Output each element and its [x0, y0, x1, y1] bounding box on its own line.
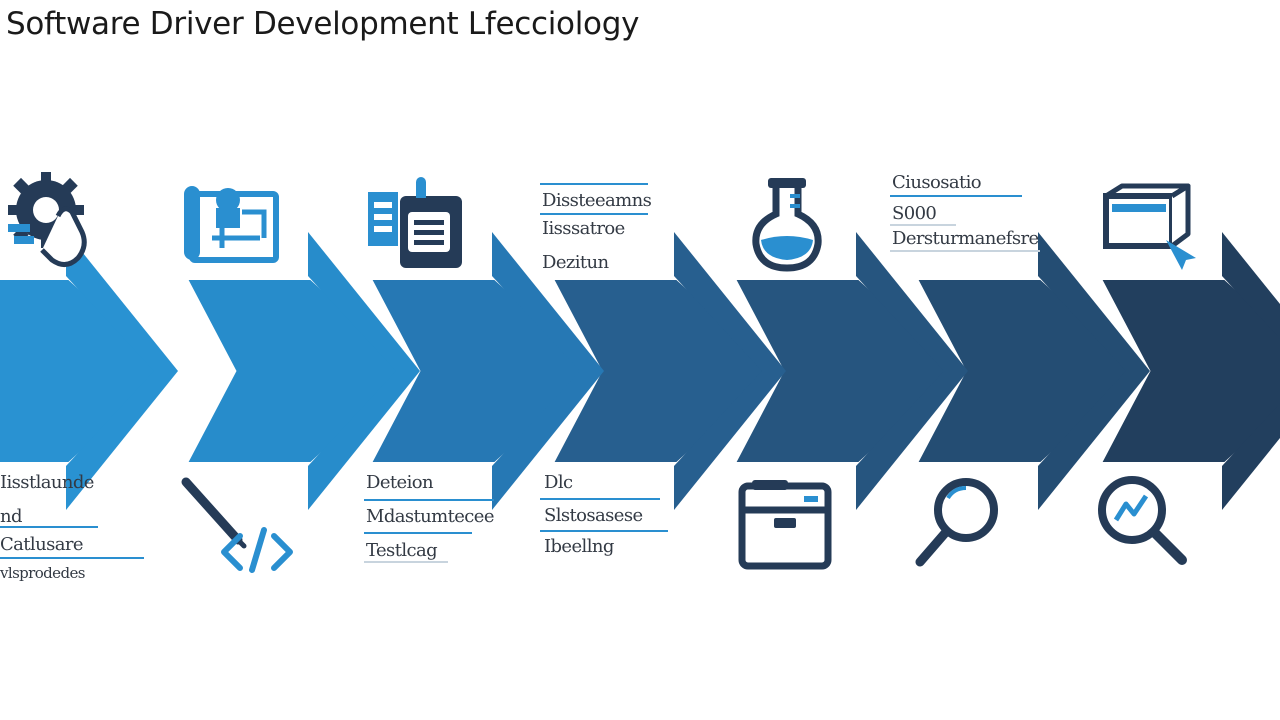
- stage-3-labels: Deteion Mdastumtecee Testlcag: [364, 470, 514, 570]
- stage-label: Dezitun: [542, 252, 609, 273]
- diagram-title: Software Driver Development Lfecciology: [6, 6, 640, 42]
- label-rule: [890, 250, 1040, 252]
- code-icon: [180, 474, 296, 574]
- stage-chevron-flare-bottom-1: [66, 371, 178, 510]
- stage-chevron-1: [0, 272, 180, 470]
- label-rule: [0, 557, 144, 559]
- label-rule: [364, 532, 472, 534]
- stage-label: Slstosasese: [544, 505, 643, 526]
- label-rule: [890, 195, 1022, 197]
- stage-1-labels: Iisstlaunde nd Catlusare vlsprodedes: [0, 470, 160, 590]
- chevron-group: [0, 232, 1280, 510]
- stage-chevron-flare-top-1: [66, 232, 178, 371]
- stage-4-bottom-labels: Dlc Slstosasese Ibeellng: [540, 470, 680, 570]
- label-rule: [540, 530, 668, 532]
- label-rule: [540, 498, 660, 500]
- stage-chevron-flare-bottom-3: [492, 371, 604, 510]
- stage-label: Testlcag: [366, 540, 438, 561]
- stage-label: Ibeellng: [544, 536, 614, 557]
- stage-chevron-flare-bottom-2: [308, 371, 420, 510]
- stage-chevron-flare-top-4: [674, 232, 786, 371]
- stage-label: nd: [0, 506, 23, 527]
- stage-chevron-flare-bottom-7: [1222, 403, 1280, 510]
- stage-label: S000: [892, 203, 937, 224]
- stage-6-top-labels: Ciusosatio S000 Dersturmanefsre: [890, 170, 1050, 260]
- machine-toolbox-icon: [364, 176, 464, 272]
- stage-label: vlsprodedes: [0, 564, 85, 582]
- stage-label: Ciusosatio: [892, 172, 982, 193]
- stage-label: Dlc: [544, 472, 573, 493]
- stage-chevron-flare-top-2: [308, 232, 420, 371]
- flask-icon: [752, 176, 822, 272]
- stage-label: Mdastumtecee: [366, 506, 494, 527]
- stage-chevron-flare-bottom-6: [1038, 371, 1150, 510]
- briefcase-icon: [738, 476, 832, 570]
- label-rule: [540, 213, 648, 215]
- blueprint-icon: [182, 182, 280, 264]
- stage-label: Catlusare: [0, 534, 84, 555]
- label-rule: [540, 183, 648, 185]
- label-rule: [0, 526, 98, 528]
- stage-chevron-flare-top-6: [1038, 232, 1150, 371]
- stage-4-top-labels: Dissteeamns Iisssatroe Dezitun: [540, 180, 670, 280]
- label-rule: [364, 561, 448, 563]
- magnifier-icon: [914, 474, 1006, 570]
- stage-label: Dissteeamns: [542, 190, 652, 211]
- stage-chevron-flare-top-5: [856, 232, 968, 371]
- label-rule: [364, 499, 494, 501]
- gear-hand-icon: [6, 168, 106, 272]
- box-cursor-icon: [1100, 182, 1196, 274]
- stage-label: Iisssatroe: [542, 218, 625, 239]
- stage-label: Dersturmanefsre: [892, 228, 1039, 249]
- stage-chevron-flare-bottom-4: [674, 371, 786, 510]
- stage-label: Iisstlaunde: [0, 472, 94, 493]
- stage-label: Deteion: [366, 472, 434, 493]
- stage-chevron-flare-top-3: [492, 232, 604, 371]
- magnifier-chart-icon: [1096, 474, 1188, 566]
- stage-chevron-flare-top-7: [1222, 232, 1280, 339]
- stage-chevron-flare-bottom-5: [856, 371, 968, 510]
- label-rule: [890, 224, 956, 226]
